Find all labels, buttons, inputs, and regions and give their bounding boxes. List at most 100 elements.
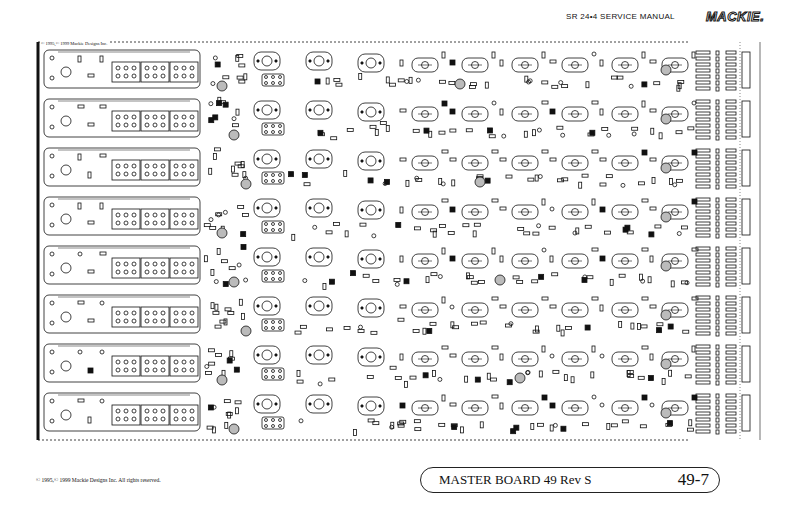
potentiometer-symbol bbox=[612, 303, 638, 317]
trace bbox=[468, 408, 482, 409]
pad bbox=[361, 307, 363, 309]
pad bbox=[132, 270, 136, 274]
resistor-symbol bbox=[716, 430, 719, 434]
pad bbox=[124, 319, 128, 323]
component-outline bbox=[404, 279, 409, 284]
resistor-symbol bbox=[716, 326, 719, 330]
resistor-symbol bbox=[641, 325, 647, 328]
resistor-symbol bbox=[642, 346, 648, 349]
pad bbox=[309, 158, 311, 160]
resistor-symbol bbox=[696, 296, 710, 299]
capacitor-symbol bbox=[438, 275, 442, 279]
mounting-hole bbox=[661, 114, 671, 124]
capacitor-symbol bbox=[211, 82, 215, 86]
relay-symbol bbox=[262, 270, 284, 282]
resistor-symbol bbox=[696, 332, 710, 335]
resistor-symbol bbox=[359, 73, 362, 79]
pad bbox=[174, 172, 178, 176]
resistor-symbol bbox=[726, 412, 736, 415]
resistor-symbol bbox=[716, 63, 719, 67]
resistor-symbol bbox=[726, 400, 736, 403]
resistor-symbol bbox=[696, 381, 710, 384]
resistor-symbol bbox=[650, 305, 656, 308]
trace bbox=[568, 359, 582, 360]
relay-symbol bbox=[170, 209, 198, 229]
component-outline bbox=[215, 62, 220, 67]
pad bbox=[279, 180, 282, 183]
resistor-symbol bbox=[243, 172, 246, 178]
resistor-symbol bbox=[358, 329, 364, 332]
potentiometer-symbol bbox=[306, 101, 332, 119]
resistor-symbol bbox=[344, 326, 350, 329]
resistor-symbol bbox=[726, 81, 736, 84]
capacitor-symbol bbox=[526, 370, 530, 374]
mounting-hole bbox=[241, 179, 251, 189]
capacitor-symbol bbox=[299, 419, 303, 423]
component-outline bbox=[424, 128, 429, 133]
potentiometer-knob bbox=[314, 301, 324, 311]
capacitor-symbol bbox=[372, 234, 376, 238]
mounting-hole bbox=[661, 212, 671, 222]
resistor-symbol bbox=[726, 63, 736, 66]
pad bbox=[309, 60, 311, 62]
resistor-symbol bbox=[726, 253, 736, 256]
connector-symbol bbox=[742, 395, 750, 431]
capacitor-symbol bbox=[528, 79, 532, 83]
pad bbox=[116, 270, 120, 274]
relay-symbol bbox=[112, 160, 140, 180]
pad bbox=[174, 74, 178, 78]
resistor-symbol bbox=[726, 430, 736, 433]
pad bbox=[327, 109, 329, 111]
component-outline bbox=[648, 376, 653, 381]
relay-symbol bbox=[170, 307, 198, 327]
component-outline bbox=[600, 207, 605, 212]
resistor-symbol bbox=[224, 400, 230, 403]
resistor-symbol bbox=[716, 179, 719, 183]
pad bbox=[50, 301, 54, 305]
resistor-symbol bbox=[726, 326, 736, 329]
pad bbox=[153, 360, 157, 364]
resistor-symbol bbox=[683, 330, 689, 333]
potentiometer-knob bbox=[366, 254, 376, 264]
resistor-symbol bbox=[726, 112, 736, 115]
resistor-symbol bbox=[600, 109, 603, 115]
resistor-symbol bbox=[726, 198, 736, 201]
resistor-symbol bbox=[542, 101, 548, 104]
potentiometer-knob bbox=[366, 156, 376, 166]
pad bbox=[145, 213, 149, 217]
pad bbox=[265, 419, 268, 422]
potentiometer-symbol bbox=[358, 103, 384, 121]
potentiometer-knob bbox=[572, 209, 579, 216]
pad bbox=[309, 305, 311, 307]
trace bbox=[668, 114, 682, 115]
relay-symbol bbox=[112, 62, 140, 82]
potentiometer-symbol bbox=[512, 156, 538, 170]
resistor-symbol bbox=[232, 124, 238, 127]
resistor-symbol bbox=[404, 381, 407, 387]
resistor-symbol bbox=[696, 412, 710, 415]
pad bbox=[265, 180, 268, 183]
resistor-symbol bbox=[696, 130, 710, 133]
resistor-symbol bbox=[426, 277, 429, 283]
potentiometer-symbol bbox=[562, 303, 588, 317]
resistor-symbol bbox=[696, 51, 710, 54]
resistor-symbol bbox=[650, 158, 656, 161]
trace bbox=[58, 199, 190, 200]
page-label: SR 24•4 SERVICE MANUAL bbox=[566, 12, 675, 21]
resistor-symbol bbox=[367, 375, 373, 378]
capacitor-symbol bbox=[450, 305, 454, 309]
pad bbox=[124, 221, 128, 225]
potentiometer-symbol bbox=[358, 348, 384, 366]
pad bbox=[132, 66, 136, 70]
trace bbox=[618, 163, 632, 164]
relay-symbol bbox=[262, 123, 284, 135]
pad bbox=[174, 311, 178, 315]
mounting-hole bbox=[661, 261, 671, 271]
resistor-symbol bbox=[682, 226, 688, 229]
resistor-symbol bbox=[607, 423, 610, 429]
potentiometer-knob bbox=[522, 111, 529, 118]
pad bbox=[182, 172, 186, 176]
resistor-symbol bbox=[726, 106, 736, 109]
pad bbox=[153, 213, 157, 217]
pad bbox=[265, 174, 268, 177]
